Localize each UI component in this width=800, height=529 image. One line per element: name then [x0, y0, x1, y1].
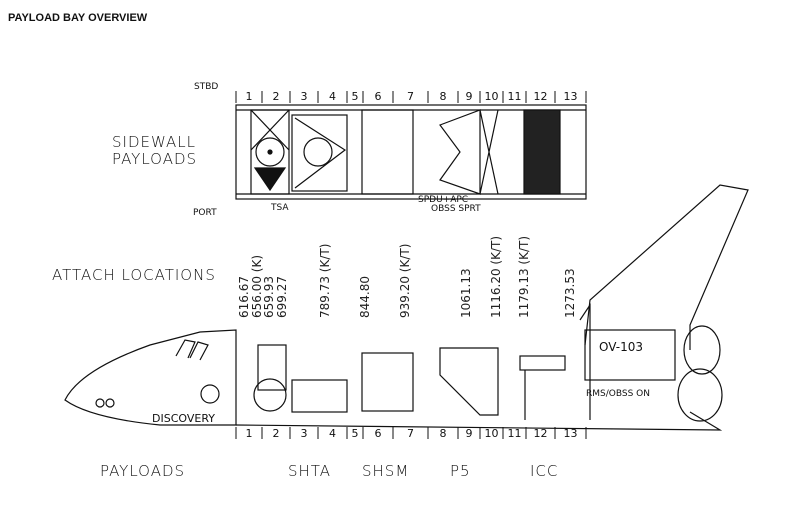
- sidewall-label-2: PAYLOADS: [112, 150, 198, 168]
- payload-shsm: SHSM: [362, 462, 410, 480]
- attach-location-value: 1061.13: [459, 268, 473, 318]
- sidewall-label-1: SIDEWALL: [112, 133, 196, 151]
- attach-location-value: 939.20 (K/T): [398, 243, 412, 318]
- payload-shta: SHTA: [288, 462, 332, 480]
- bay-number: 2: [272, 427, 280, 440]
- tsa-structure: [250, 109, 290, 195]
- bay-number: 3: [300, 90, 308, 103]
- bay-number: 7: [407, 427, 414, 440]
- port-label: PORT: [193, 208, 217, 218]
- bay-number: 6: [374, 90, 382, 103]
- spdu-apc-label: SPDU+APC: [418, 195, 469, 205]
- payload-p5: P5: [450, 462, 471, 480]
- bay-number: 12: [533, 427, 548, 440]
- shta-structure: [291, 114, 348, 192]
- bay-number: 7: [407, 90, 414, 103]
- p5-structure: [439, 109, 499, 195]
- attach-location-value: 616.67: [237, 276, 251, 318]
- bay-number: 5: [351, 427, 359, 440]
- bay-number: 4: [329, 90, 336, 103]
- rms-obss-label: RMS/OBSS ON: [586, 389, 650, 399]
- attach-location-value: 844.80: [358, 276, 372, 318]
- stbd-label: STBD: [194, 82, 219, 92]
- ov-label: OV-103: [599, 340, 643, 354]
- page-title: PAYLOAD BAY OVERVIEW: [8, 12, 148, 24]
- bay-number: 11: [507, 427, 522, 440]
- attach-location-value: 659.93: [262, 276, 276, 318]
- vertical-tail: [584, 184, 749, 350]
- bay-number: 10: [484, 90, 499, 103]
- icc-structure: [523, 109, 561, 195]
- bay-number: 8: [439, 427, 447, 440]
- attach-location-value: 699.27: [275, 276, 289, 318]
- bay-number: 5: [351, 90, 359, 103]
- bay-number: 9: [465, 427, 473, 440]
- bay-number: 6: [374, 427, 382, 440]
- bay-number: 3: [300, 427, 308, 440]
- attach-location-value: 1273.53: [563, 268, 577, 318]
- bay-number: 11: [507, 90, 522, 103]
- attach-location-value: 1179.13 (K/T): [517, 235, 531, 318]
- bay-number: 1: [245, 427, 253, 440]
- payload-icc: ICC: [530, 462, 559, 480]
- attach-location-value: 1116.20 (K/T): [489, 235, 503, 318]
- bay-number: 8: [439, 90, 447, 103]
- orbiter-side-view: [64, 184, 749, 431]
- top-view-bay: [235, 104, 587, 200]
- engine-pod: [584, 329, 676, 381]
- attach-location-value: 789.73 (K/T): [318, 243, 332, 318]
- bay-number: 1: [245, 90, 253, 103]
- tsa-label: TSA: [271, 203, 289, 213]
- bay-number: 12: [533, 90, 548, 103]
- bay-number: 9: [465, 90, 473, 103]
- payloads-label: PAYLOADS: [100, 462, 186, 480]
- bay-number: 4: [329, 427, 336, 440]
- bay-number: 13: [563, 90, 578, 103]
- bay-number: 10: [484, 427, 499, 440]
- attach-locations-label: ATTACH LOCATIONS: [52, 266, 216, 284]
- bay-number: 2: [272, 90, 280, 103]
- orbiter-name: DISCOVERY: [152, 412, 215, 425]
- bay-number: 13: [563, 427, 578, 440]
- shsm-structure: [361, 109, 414, 195]
- obss-sprt-label: OBSS SPRT: [431, 204, 481, 214]
